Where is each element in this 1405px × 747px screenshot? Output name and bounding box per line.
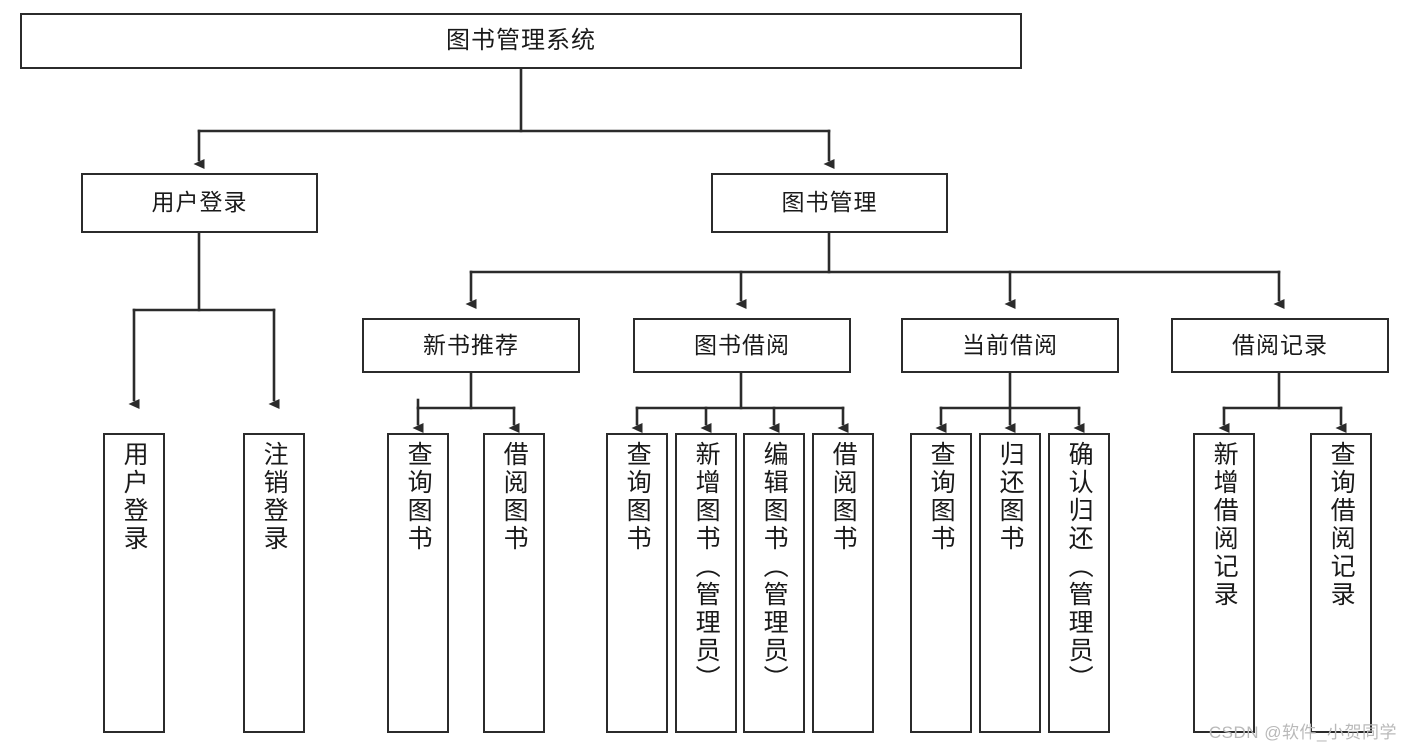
node-user-login[interactable]: 用户登录	[81, 173, 318, 233]
leaf-current-borrow-query[interactable]: 查询图书	[910, 433, 972, 733]
node-label: 借阅记录	[1232, 331, 1328, 358]
leaf-book-borrow-borrow[interactable]: 借阅图书	[812, 433, 874, 733]
node-label: 归还图书	[996, 441, 1025, 553]
leaf-book-borrow-query[interactable]: 查询图书	[606, 433, 668, 733]
node-root-book-management-system[interactable]: 图书管理系统	[20, 13, 1022, 69]
leaf-new-book-borrow[interactable]: 借阅图书	[483, 433, 545, 733]
leaf-user-login-login[interactable]: 用户登录	[103, 433, 165, 733]
node-label: 新书推荐	[423, 331, 519, 358]
csdn-watermark: CSDN @软件_小贺同学	[1208, 723, 1397, 742]
node-label: 当前借阅	[962, 331, 1058, 358]
node-label: 借阅图书	[829, 441, 858, 553]
node-label: 借阅图书	[500, 441, 529, 553]
node-label: 注销登录	[260, 441, 289, 553]
node-book-borrow[interactable]: 图书借阅	[633, 318, 851, 373]
node-label: 新增图书（管理员）	[692, 441, 721, 693]
node-book-management[interactable]: 图书管理	[711, 173, 948, 233]
node-label: 查询图书	[927, 441, 956, 553]
node-label: 查询图书	[404, 441, 433, 553]
leaf-user-login-logout[interactable]: 注销登录	[243, 433, 305, 733]
node-label: 新增借阅记录	[1210, 441, 1239, 609]
leaf-new-book-query[interactable]: 查询图书	[387, 433, 449, 733]
node-label: 图书管理	[781, 189, 878, 216]
leaf-borrow-records-query[interactable]: 查询借阅记录	[1310, 433, 1372, 733]
leaf-borrow-records-add[interactable]: 新增借阅记录	[1193, 433, 1255, 733]
node-borrow-records[interactable]: 借阅记录	[1171, 318, 1389, 373]
node-label: 确认归还（管理员）	[1065, 441, 1094, 693]
node-label: 用户登录	[151, 189, 248, 216]
node-label: 用户登录	[120, 441, 149, 553]
leaf-current-borrow-confirm-return-admin[interactable]: 确认归还（管理员）	[1048, 433, 1110, 733]
leaf-book-borrow-edit-admin[interactable]: 编辑图书（管理员）	[743, 433, 805, 733]
leaf-book-borrow-add-admin[interactable]: 新增图书（管理员）	[675, 433, 737, 733]
node-label: 图书借阅	[694, 331, 790, 358]
node-label: 查询图书	[623, 441, 652, 553]
node-new-book-recommend[interactable]: 新书推荐	[362, 318, 580, 373]
node-current-borrow[interactable]: 当前借阅	[901, 318, 1119, 373]
node-label: 编辑图书（管理员）	[760, 441, 789, 693]
node-label: 图书管理系统	[446, 26, 596, 54]
leaf-current-borrow-return[interactable]: 归还图书	[979, 433, 1041, 733]
node-label: 查询借阅记录	[1327, 441, 1356, 609]
